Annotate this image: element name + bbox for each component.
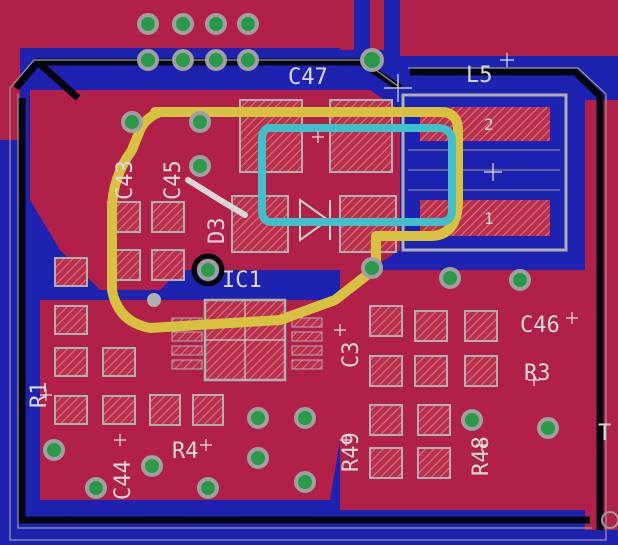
c46-pads (414, 310, 498, 342)
r4-pads (149, 394, 224, 426)
r48-label: R48 (469, 436, 494, 476)
c46-label: C46 (520, 313, 560, 338)
board-keepout-outlines (13, 58, 604, 530)
r49-pads (369, 404, 403, 479)
d3-label: D3 (205, 218, 230, 245)
l5-pin2-label: 2 (484, 115, 494, 134)
trace-cyan[interactable] (258, 124, 456, 226)
highlighted-traces[interactable] (107, 107, 463, 333)
c47-label: C47 (288, 65, 328, 90)
board-edge-silk (9, 59, 607, 541)
l5-pin1-label: 1 (484, 209, 494, 228)
r3-label: R3 (524, 361, 551, 386)
t-partial-label: T (598, 421, 611, 446)
r3-pads (414, 355, 498, 387)
l5-label: L5 (466, 63, 493, 88)
c45-pads (151, 201, 185, 281)
r1-label: R1 (27, 382, 52, 409)
r4-label: R4 (172, 439, 199, 464)
smd-passives[interactable] (54, 201, 498, 479)
vias[interactable] (43, 13, 618, 529)
origin-markers (40, 53, 578, 451)
c44-label: C44 (111, 460, 136, 500)
trace-yellow[interactable] (107, 107, 463, 333)
trace-grey[interactable] (185, 177, 248, 218)
c3-label: C3 (339, 342, 364, 369)
c44-pads (102, 347, 136, 425)
r49-label: R49 (339, 432, 364, 472)
r1-pads (54, 257, 88, 335)
c45-label: C45 (161, 160, 186, 200)
ic1-label: IC1 (222, 268, 262, 293)
c3-pads (369, 305, 403, 387)
small-via (147, 293, 161, 307)
c43-label: C43 (113, 160, 138, 200)
ic1-footprint[interactable] (171, 298, 323, 382)
r1b-pads (54, 347, 88, 425)
r48-pads (417, 404, 451, 479)
